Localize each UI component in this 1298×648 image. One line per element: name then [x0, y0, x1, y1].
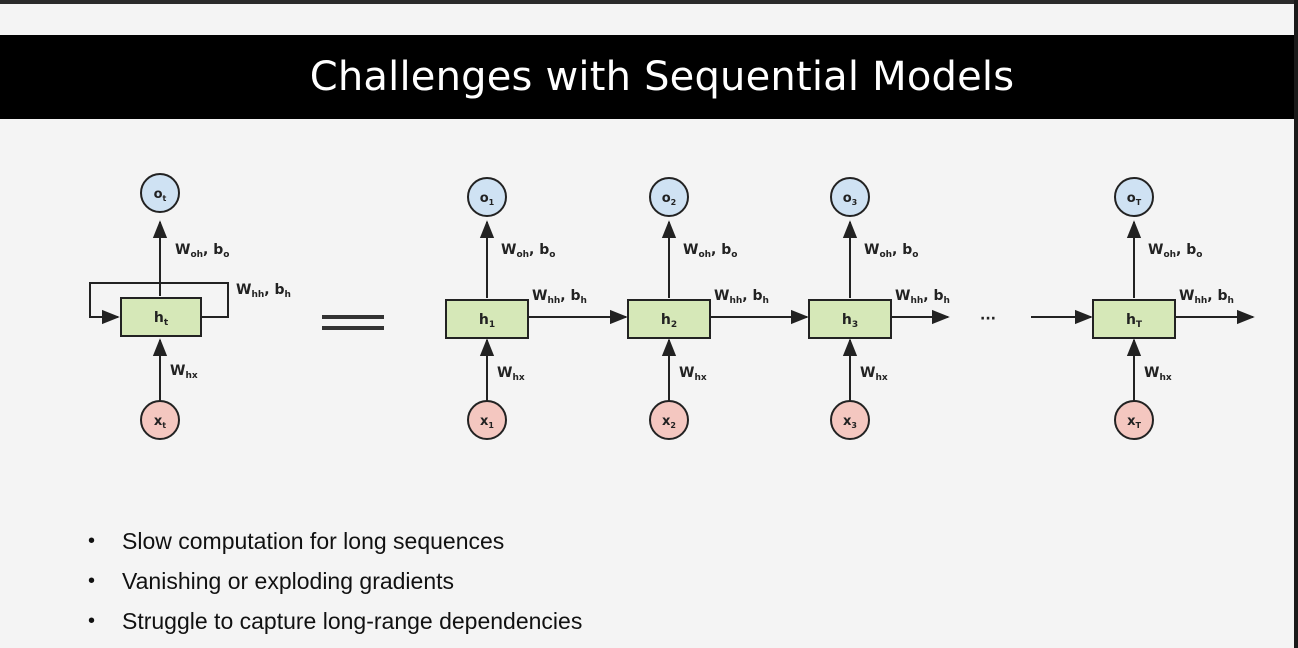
unit-1-output-label: o1 — [480, 191, 495, 207]
unrolled-unit: o2 h2 x2 Woh, bo Whh, bh Whx — [627, 177, 809, 440]
unit-3-input-node — [830, 400, 870, 440]
bullet-text: Slow computation for long sequences — [122, 528, 505, 554]
unit-3-w-hx-label: Whx — [860, 365, 888, 383]
unit-2-hidden-label: h2 — [661, 312, 677, 330]
unit-3-w-hh-label: Whh, bh — [895, 288, 950, 306]
unit-3-hidden-label: h3 — [842, 312, 858, 330]
unit-2-output-node — [649, 177, 689, 217]
bullet-marker: • — [88, 530, 96, 552]
bullet-marker: • — [88, 610, 96, 632]
unit-t-hidden-label: hT — [1126, 312, 1143, 330]
unit-t-output-label: oT — [1127, 191, 1142, 207]
rolled-w-hh-label: Whh, bh — [236, 282, 291, 300]
unit-2-input-node — [649, 400, 689, 440]
unit-t-output-node — [1114, 177, 1154, 217]
unit-3-hidden-node — [808, 299, 892, 339]
unit-1-hidden-label: h1 — [479, 312, 495, 330]
unit-3-input-label: x3 — [843, 414, 857, 430]
unit-3-output-node — [830, 177, 870, 217]
unit-3-w-oh-label: Woh, bo — [864, 242, 918, 260]
unrolled-unit: o1 h1 x1 Woh, bo Whh, bh Whx — [445, 177, 628, 440]
unit-1-hidden-node — [445, 299, 529, 339]
unit-1-w-oh-label: Woh, bo — [501, 242, 555, 260]
bullet-text: Struggle to capture long-range dependenc… — [122, 608, 583, 634]
rolled-rnn: ot ht xt Woh, bo Whh, bh Whx — [89, 173, 291, 440]
unit-t-input-label: xT — [1127, 414, 1141, 430]
rolled-recurrent-loop — [89, 282, 229, 325]
unit-t-w-hx-label: Whx — [1144, 365, 1172, 383]
rolled-hidden-label: ht — [154, 310, 169, 328]
unit-1-w-hx-label: Whx — [497, 365, 525, 383]
bullet-text: Vanishing or exploding gradients — [122, 568, 455, 594]
unit-t-input-node — [1114, 400, 1154, 440]
unrolled-rnn: o1 h1 x1 Woh, bo Whh, bh Whx o2 h2 x2 Woh, bo Whh,… — [445, 177, 1255, 440]
unrolled-unit: oT hT xT Woh, bo Whh, bh Whx — [1031, 177, 1255, 440]
unit-1-w-hh-label: Whh, bh — [532, 288, 587, 306]
unrolled-unit: o3 h3 x3 Woh, bo Whh, bh Whx — [808, 177, 950, 440]
bullet-item: • Slow computation for long sequences — [86, 521, 582, 561]
unit-2-w-hx-label: Whx — [679, 365, 707, 383]
bullet-marker: • — [88, 570, 96, 592]
unit-2-input-label: x2 — [662, 414, 676, 430]
equals-sign — [322, 315, 384, 330]
rolled-input-label: xt — [154, 414, 166, 430]
unit-2-output-label: o2 — [662, 191, 677, 207]
unit-2-hidden-node — [627, 299, 711, 339]
rolled-input-node — [140, 400, 180, 440]
unit-2-w-hh-label: Whh, bh — [714, 288, 769, 306]
rolled-output-label: ot — [154, 187, 167, 203]
slide-title: Challenges with Sequential Models — [309, 54, 1015, 100]
unit-1-output-node — [467, 177, 507, 217]
rnn-diagram: ot ht xt Woh, bo Whh, bh Whx o1 h1 x1 Woh, … — [89, 173, 1255, 440]
unit-t-w-hh-label: Whh, bh — [1179, 288, 1234, 306]
window-top-strip — [0, 0, 1298, 4]
unit-t-hidden-node — [1092, 299, 1176, 339]
rolled-w-oh-label: Woh, bo — [175, 242, 229, 260]
bullet-list: • Slow computation for long sequences • Va… — [86, 521, 582, 641]
unit-3-output-label: o3 — [843, 191, 858, 207]
window-right-edge — [1294, 0, 1298, 648]
rolled-hidden-node — [120, 297, 202, 337]
sequence-ellipsis: ··· — [980, 311, 996, 327]
bullet-item: • Vanishing or exploding gradients — [86, 561, 582, 601]
rolled-output-node — [140, 173, 180, 213]
unit-1-input-label: x1 — [480, 414, 494, 430]
title-bar: Challenges with Sequential Models — [0, 35, 1294, 119]
rolled-w-hx-label: Whx — [170, 363, 198, 381]
slide: Challenges with Sequential Models ot ht … — [0, 4, 1294, 648]
bullet-item: • Struggle to capture long-range dependen… — [86, 601, 582, 641]
unit-1-input-node — [467, 400, 507, 440]
unit-2-w-oh-label: Woh, bo — [683, 242, 737, 260]
unit-t-w-oh-label: Woh, bo — [1148, 242, 1202, 260]
